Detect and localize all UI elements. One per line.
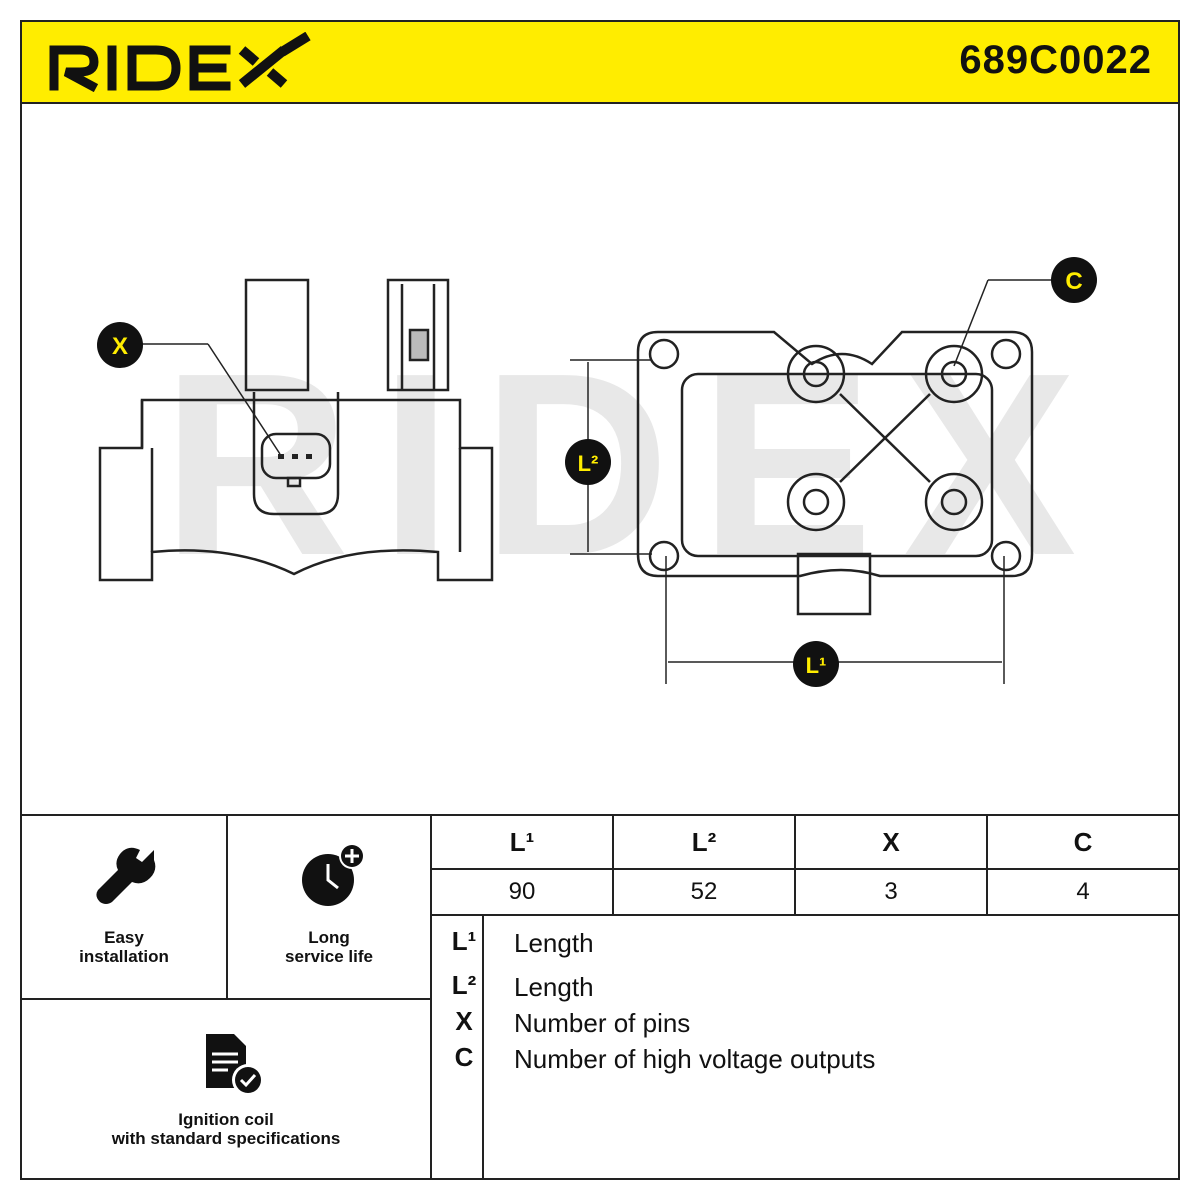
feature-easy-installation: Easy installation <box>22 816 226 998</box>
legend-key: C <box>454 1042 474 1072</box>
divider <box>226 816 228 1000</box>
legend-desc: Length <box>514 928 594 958</box>
technical-drawing: RIDEX <box>22 104 1178 814</box>
legend-key: L² <box>451 970 477 1000</box>
top-view <box>636 330 1034 616</box>
legend-desc: Number of pins <box>514 1008 691 1038</box>
ridex-logo-graphic <box>49 31 311 93</box>
divider <box>430 868 1178 870</box>
part-number: 689C0022 <box>959 38 1152 82</box>
datasheet: 689C0022 RIDEX <box>20 20 1180 1180</box>
callout-l2-label: L² <box>578 451 599 476</box>
spec-value-x: 3 <box>884 878 898 905</box>
feature-standard-specs: Ignition coil with standard specificatio… <box>22 1000 430 1180</box>
spec-header-x: X <box>882 827 900 857</box>
document-check-icon <box>206 1034 264 1096</box>
spec-header-c: C <box>1073 827 1093 857</box>
legend-desc: Length <box>514 972 594 1002</box>
info-panel: Easy installation Long service life <box>22 814 1178 1180</box>
connector-pins <box>278 454 312 459</box>
feature-label: with standard specifications <box>111 1129 341 1148</box>
divider <box>794 816 796 916</box>
spec-value-l1: 90 <box>508 878 536 905</box>
feature-label: installation <box>79 947 169 966</box>
coil-drawing: RIDEX <box>97 257 1107 687</box>
spec-header-l2: L² <box>691 827 717 857</box>
feature-label: service life <box>285 947 373 966</box>
feature-label: Easy <box>104 928 144 947</box>
callout-l1-badge <box>793 641 839 687</box>
callout-x-badge <box>97 322 143 368</box>
divider <box>986 816 988 916</box>
spec-header-l1: L¹ <box>509 827 535 857</box>
divider <box>22 998 432 1000</box>
callout-x-label: X <box>112 333 128 360</box>
ridex-logo <box>46 31 316 97</box>
divider <box>612 816 614 916</box>
divider <box>430 914 1178 916</box>
callout-c-label: C <box>1065 268 1082 295</box>
legend-key: X <box>455 1006 473 1036</box>
spec-value-l2: 52 <box>690 878 718 905</box>
feature-long-service-life: Long service life <box>228 816 430 998</box>
divider <box>482 916 484 1180</box>
header-bar: 689C0022 <box>22 22 1178 104</box>
wrench-icon <box>96 847 156 904</box>
feature-label: Long <box>308 928 350 947</box>
watermark-text: RIDEX <box>162 320 1107 610</box>
callout-l2-badge <box>565 439 611 485</box>
callout-l1-label: L¹ <box>806 653 827 678</box>
legend-desc: Number of high voltage outputs <box>514 1044 876 1074</box>
callout-c-badge <box>1051 257 1097 303</box>
clock-plus-icon <box>302 843 365 906</box>
spec-value-c: 4 <box>1076 878 1090 905</box>
side-view <box>98 278 494 582</box>
feature-label: Ignition coil <box>178 1110 274 1129</box>
legend-key: L¹ <box>451 926 477 956</box>
